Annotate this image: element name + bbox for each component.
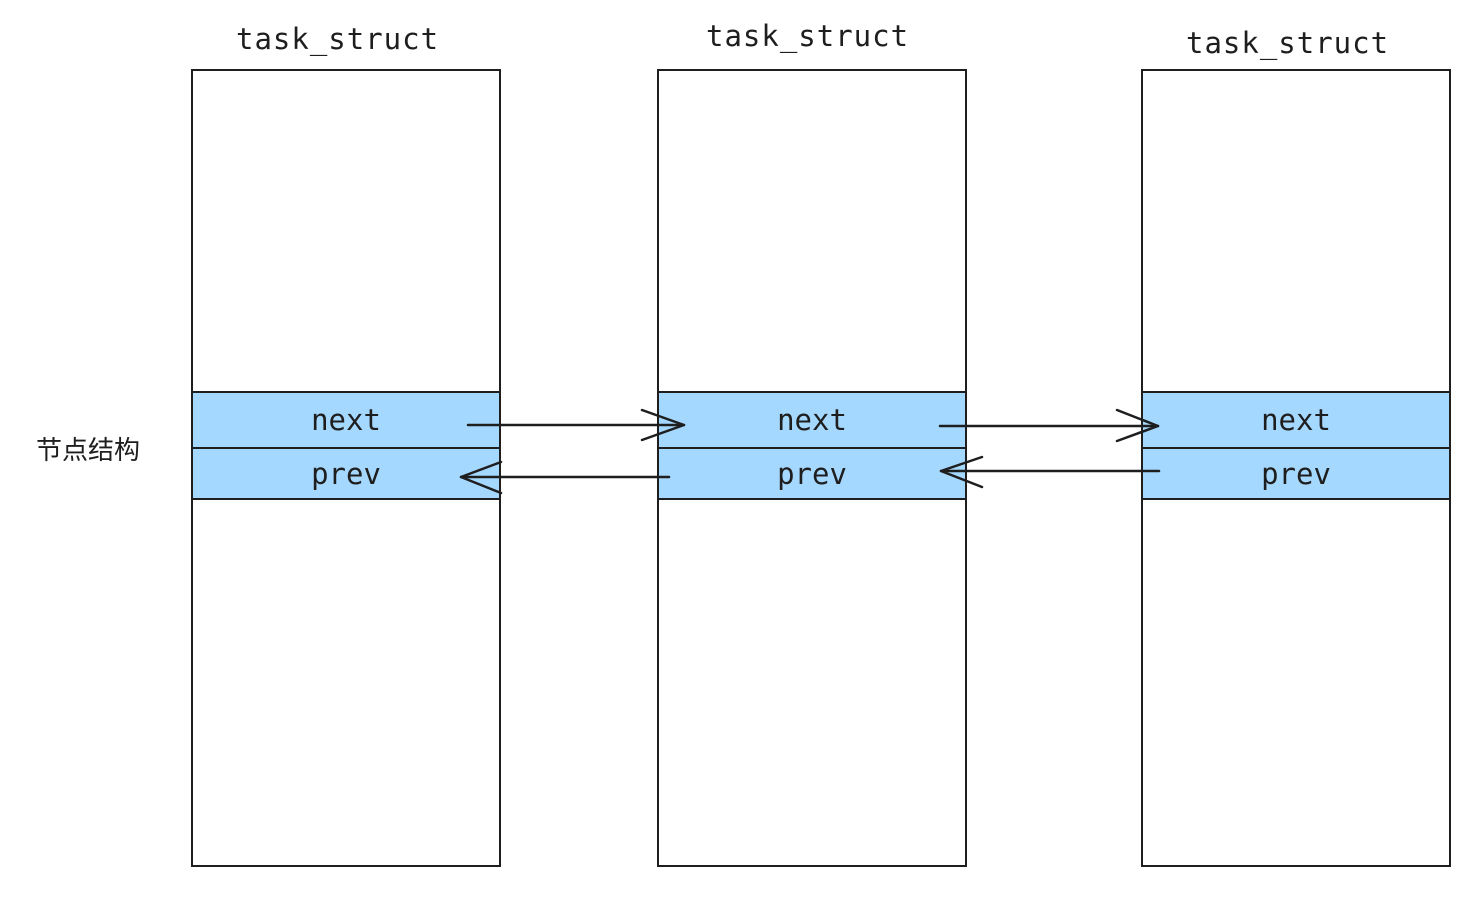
list-node-1: next prev bbox=[191, 391, 501, 500]
prev-arrow-3-to-2 bbox=[939, 455, 1161, 489]
next-field-1: next bbox=[191, 391, 501, 449]
next-arrow-2-to-3 bbox=[938, 408, 1160, 443]
next-field-3: next bbox=[1141, 391, 1451, 449]
task-struct-box-2: next prev bbox=[657, 69, 967, 867]
list-node-2: next prev bbox=[657, 391, 967, 500]
list-node-3: next prev bbox=[1141, 391, 1451, 500]
next-field-2: next bbox=[657, 391, 967, 449]
task-struct-box-1: next prev bbox=[191, 69, 501, 867]
task-struct-box-3: next prev bbox=[1141, 69, 1451, 867]
prev-field-1: prev bbox=[191, 447, 501, 500]
prev-field-2: prev bbox=[657, 447, 967, 500]
struct-title-2: task_struct bbox=[706, 19, 910, 53]
struct-title-1: task_struct bbox=[236, 22, 440, 56]
prev-field-3: prev bbox=[1141, 447, 1451, 500]
struct-title-3: task_struct bbox=[1186, 26, 1390, 60]
node-structure-label: 节点结构 bbox=[36, 436, 141, 466]
